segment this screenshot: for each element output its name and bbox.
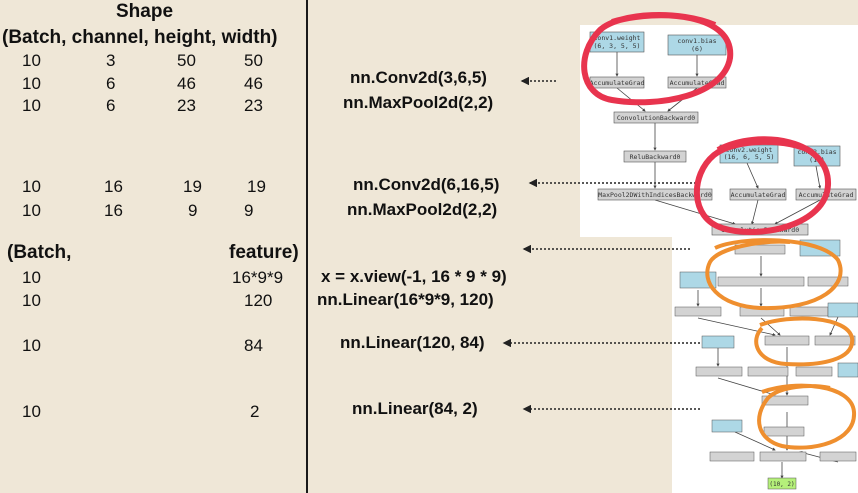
cell-height: 46 [177,74,196,93]
layer-view: x = x.view(-1, 16 * 9 * 9) [321,267,507,286]
conv2-weight-label: conv2.weight(16, 6, 5, 5) [724,146,775,161]
cell-height: 50 [177,51,196,70]
orange-highlight-circle [705,238,843,311]
cell-height: 19 [183,177,202,196]
cell-batch: 10 [22,268,41,287]
layer-conv2: nn.Conv2d(6,16,5) [353,175,500,194]
cell-channel: 6 [106,96,116,115]
column-divider [306,0,308,493]
cell-batch: 10 [22,177,41,196]
cell-width: 50 [244,51,263,70]
graph-node [709,451,755,462]
graph-node [837,362,858,378]
graph-node [761,395,809,406]
graph-node [764,335,810,346]
graph-node [701,335,735,349]
output-label: (10, 2) [769,481,794,488]
graph-node [814,335,856,346]
cell-feature: 120 [244,291,273,310]
cell-batch: 10 [22,96,41,115]
layer-fc3: nn.Linear(84, 2) [352,399,478,418]
cell-batch: 10 [22,51,41,70]
conv1-bias-label: conv1.bias(6) [677,37,716,53]
accumulate-grad-node [667,76,727,89]
red-highlight-circle [693,136,832,236]
cell-batch: 10 [22,336,41,355]
cell-batch: 10 [22,402,41,421]
cell-width: 9 [244,201,254,220]
layer-fc2: nn.Linear(120, 84) [340,333,485,352]
graph-node [807,276,849,287]
output-node [767,477,797,490]
conv1-weight-label: conv1.weight(6, 3, 5, 5) [594,34,641,50]
cell-height: 23 [177,96,196,115]
graph-node [819,451,857,462]
maxpool-node [597,188,713,201]
graph-node [789,306,829,317]
graph-node [759,451,807,462]
cell-width: 23 [244,96,263,115]
shape-header-2-feature: feature) [229,242,299,263]
red-highlight-circle [581,12,734,106]
layer-pool1: nn.MaxPool2d(2,2) [343,93,494,112]
cell-feature: 2 [250,402,260,421]
layer-pool2: nn.MaxPool2d(2,2) [347,200,498,219]
graph-node [827,302,858,318]
orange-highlight-circle [754,316,855,367]
cell-channel: 3 [106,51,116,70]
cell-width: 19 [247,177,266,196]
graph-node [795,366,833,377]
cell-channel: 6 [106,74,116,93]
graph-node [695,366,743,377]
convolution-node [613,111,699,124]
graph-node [763,426,805,437]
relu-node [623,150,687,163]
maxpool-label: MaxPool2DWithIndicesBackward0 [598,191,712,199]
graph-node [717,276,805,287]
graph-node [674,306,722,317]
relu-label: ReluBackward0 [630,153,681,161]
accumulate-grad-label: AccumulateGrad [731,191,786,199]
graph-node [747,366,789,377]
graph-panel-top [580,25,858,237]
cell-batch: 10 [22,74,41,93]
shape-header: (Batch, channel, height, width) [2,27,278,48]
graph-node [711,419,743,433]
cell-channel: 16 [104,177,123,196]
layer-fc1: nn.Linear(16*9*9, 120) [317,290,494,309]
layer-conv1: nn.Conv2d(3,6,5) [350,68,487,87]
cell-feature: 84 [244,336,263,355]
cell-batch: 10 [22,201,41,220]
convolution-label: ConvolutionBackward0 [617,114,695,122]
accumulate-grad-node [729,188,787,201]
orange-highlight-circle [757,383,857,450]
cell-height: 9 [188,201,198,220]
cell-feature: 16*9*9 [232,268,284,287]
cell-width: 46 [244,74,263,93]
cell-batch: 10 [22,291,41,310]
accumulate-grad-label: AccumulateGrad [670,79,725,87]
cell-channel: 16 [104,201,123,220]
shape-header-2-batch: (Batch, [7,242,72,263]
accumulate-grad-label: AccumulateGrad [590,79,645,87]
shape-title: Shape [116,1,174,22]
